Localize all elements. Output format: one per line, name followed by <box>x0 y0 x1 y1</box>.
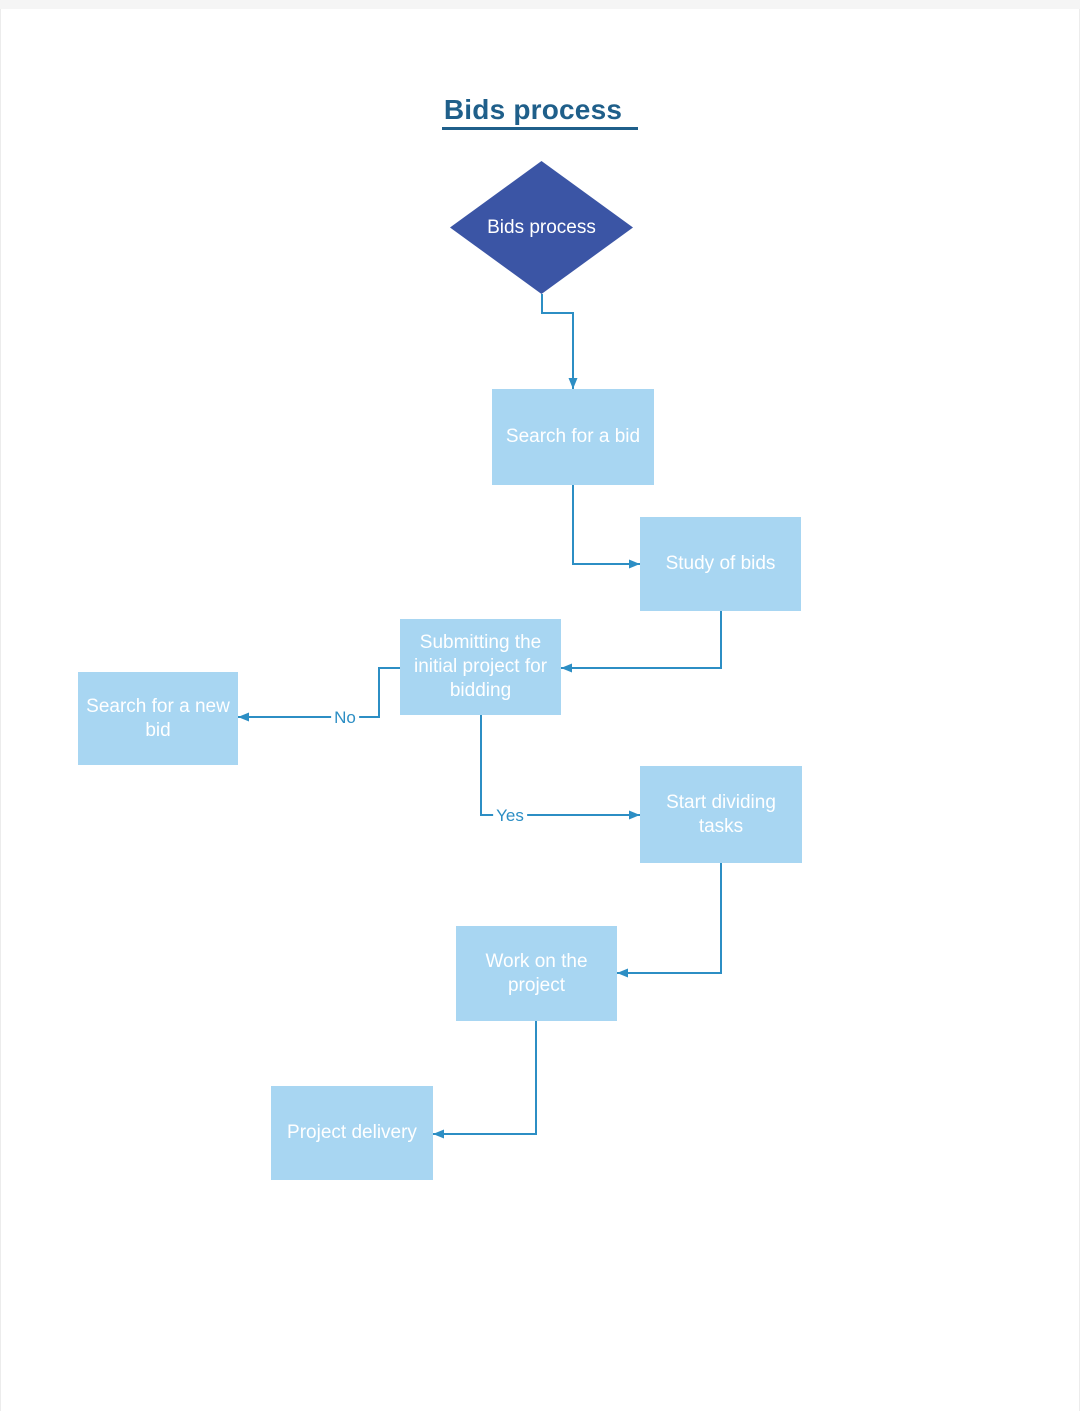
flow-node-start-dividing-tasks: Start dividing tasks <box>640 766 802 863</box>
connector-work-on-project-to-project-delivery <box>433 1021 537 1139</box>
connector-submitting-yes-to-start-dividing <box>480 715 640 820</box>
flow-node-search-for-a-bid: Search for a bid <box>492 389 654 485</box>
flow-node-project-delivery-label: Project delivery <box>287 1122 417 1144</box>
page-top-edge <box>0 0 1080 9</box>
flow-node-project-delivery: Project delivery <box>271 1086 433 1180</box>
flow-node-bids-process: Bids process <box>450 161 633 294</box>
flow-node-study-of-bids-label: Study of bids <box>665 553 776 575</box>
flow-node-work-on-the-project-label: Work on the project <box>485 950 588 996</box>
edge-label-no: No <box>331 708 359 728</box>
flow-node-search-for-a-new-bid: Search for a new bid <box>78 672 238 765</box>
flow-node-work-on-the-project: Work on the project <box>456 926 617 1021</box>
flow-node-search-for-a-new-bid-label: Search for a new bid <box>86 695 230 741</box>
connector-bids-process-to-search-for-a-bid <box>541 294 578 389</box>
flow-node-submitting-initial-project: Submitting the initial project for biddi… <box>400 619 561 715</box>
flow-node-study-of-bids: Study of bids <box>640 517 801 611</box>
connector-search-for-a-bid-to-study-of-bids <box>572 485 640 569</box>
flow-node-search-for-a-bid-label: Search for a bid <box>505 426 641 448</box>
page-title-row: Bids process <box>0 94 1080 130</box>
edge-label-yes: Yes <box>493 806 527 826</box>
flow-node-start-dividing-tasks-label: Start dividing tasks <box>666 791 776 837</box>
connector-study-of-bids-to-submitting <box>561 611 722 673</box>
connector-start-dividing-to-work-on-project <box>617 863 722 978</box>
flow-node-bids-process-label: Bids process <box>487 216 596 238</box>
connector-submitting-no-to-search-new-bid <box>238 667 400 722</box>
flow-node-submitting-initial-project-label: Submitting the initial project for biddi… <box>413 632 548 701</box>
page-title: Bids process <box>441 94 639 130</box>
